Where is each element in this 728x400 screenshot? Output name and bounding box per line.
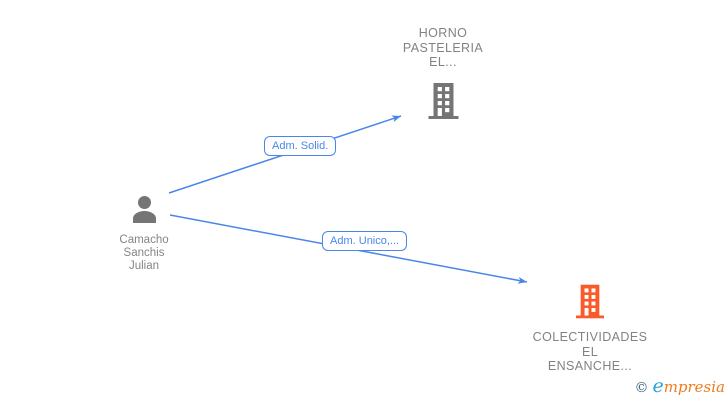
edge-label-line: Adm.: [330, 235, 356, 247]
empresia-logo[interactable]: ©empresia: [634, 377, 725, 397]
edge-label-adm-unico[interactable]: Adm. Unico,...: [322, 231, 408, 251]
company-name: COLECTIVIDADES EL ENSANCHE...: [532, 330, 648, 373]
node-company-colectividades[interactable]: COLECTIVIDADES EL ENSANCHE...: [515, 284, 665, 374]
edge-label-line: Adm.: [272, 140, 298, 152]
node-person-camacho[interactable]: Camacho Sanchis Julian: [94, 195, 194, 273]
edge-label-line: Solid.: [300, 140, 329, 152]
node-company-horno[interactable]: HORNO PASTELERIA EL...: [373, 26, 513, 124]
person-name: Camacho Sanchis Julian: [119, 234, 169, 272]
edge-label-line: Unico,...: [358, 235, 400, 247]
company-name: HORNO PASTELERIA EL...: [402, 26, 484, 69]
edge-label-adm-solid[interactable]: Adm. Solid.: [264, 136, 337, 156]
copyright-icon: ©: [634, 380, 649, 396]
brand-initial: e: [652, 375, 664, 397]
building-icon: [515, 284, 665, 324]
brand-name: mpresia: [663, 378, 725, 396]
person-icon: [94, 195, 194, 228]
building-icon: [373, 82, 513, 124]
